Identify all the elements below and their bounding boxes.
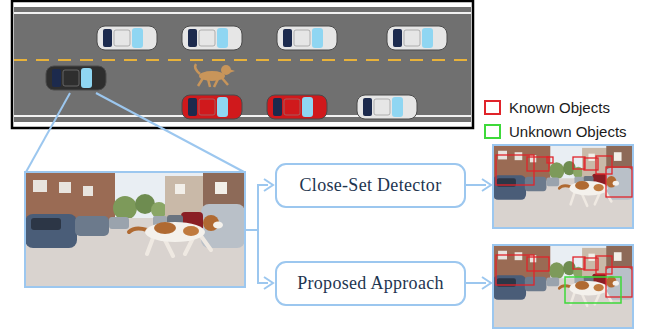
output-photo bbox=[493, 245, 633, 328]
legend-label: Unknown Objects bbox=[509, 123, 627, 140]
legend-swatch bbox=[484, 124, 501, 139]
box-label: Proposed Approach bbox=[297, 273, 444, 294]
zoom-lines bbox=[26, 93, 244, 172]
legend-item: Known Objects bbox=[484, 99, 610, 116]
legend-swatch bbox=[484, 100, 501, 115]
input-photo bbox=[25, 172, 245, 287]
legend-item: Unknown Objects bbox=[484, 123, 627, 140]
box-label: Close-Set Detector bbox=[300, 175, 442, 196]
dog-icon bbox=[195, 64, 235, 87]
road-scene bbox=[12, 1, 473, 128]
output-photo bbox=[493, 145, 633, 228]
legend-label: Known Objects bbox=[509, 99, 610, 116]
process-box: Close-Set Detector bbox=[275, 163, 466, 208]
process-box: Proposed Approach bbox=[275, 261, 466, 306]
